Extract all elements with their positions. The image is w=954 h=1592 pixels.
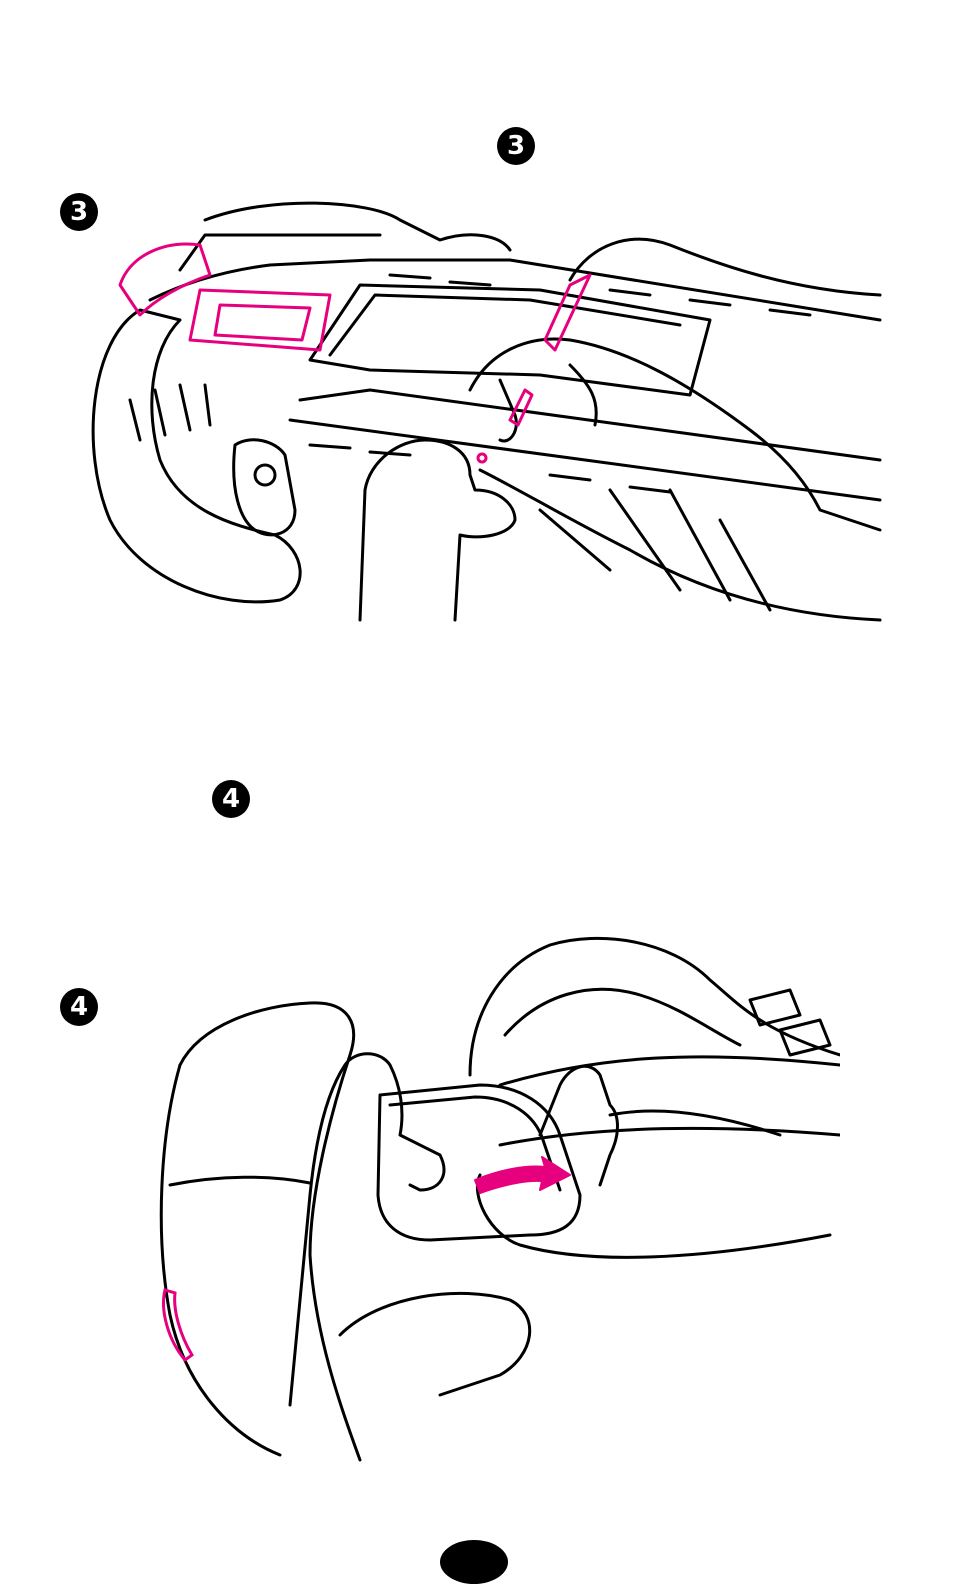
step-badge-4: 4 xyxy=(60,988,98,1026)
illustration-step-3 xyxy=(70,190,890,630)
page-number-marker xyxy=(440,1540,508,1584)
step-badge-4-header: 4 xyxy=(212,780,250,818)
step-badge-3-header: 3 xyxy=(497,127,535,165)
illustration-step-4 xyxy=(140,935,840,1475)
